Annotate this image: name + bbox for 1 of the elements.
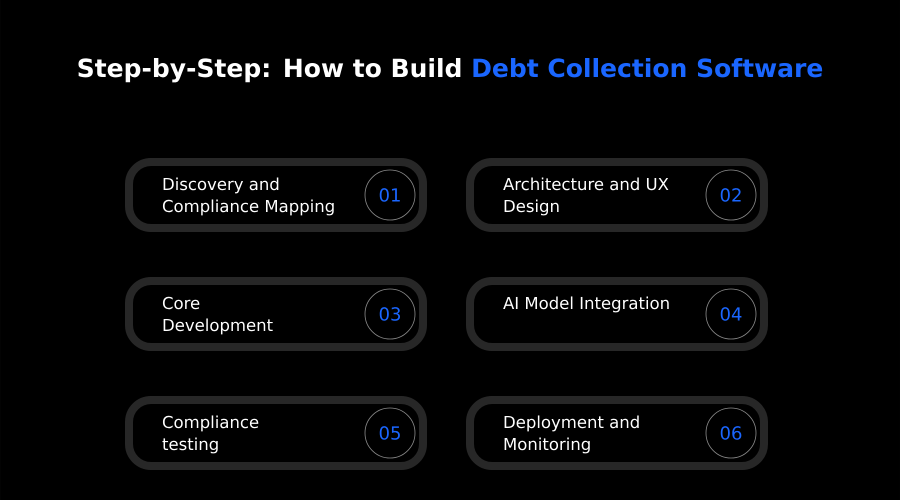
title: Step-by-Step: How to Build Debt Collection Software	[78, 58, 822, 82]
